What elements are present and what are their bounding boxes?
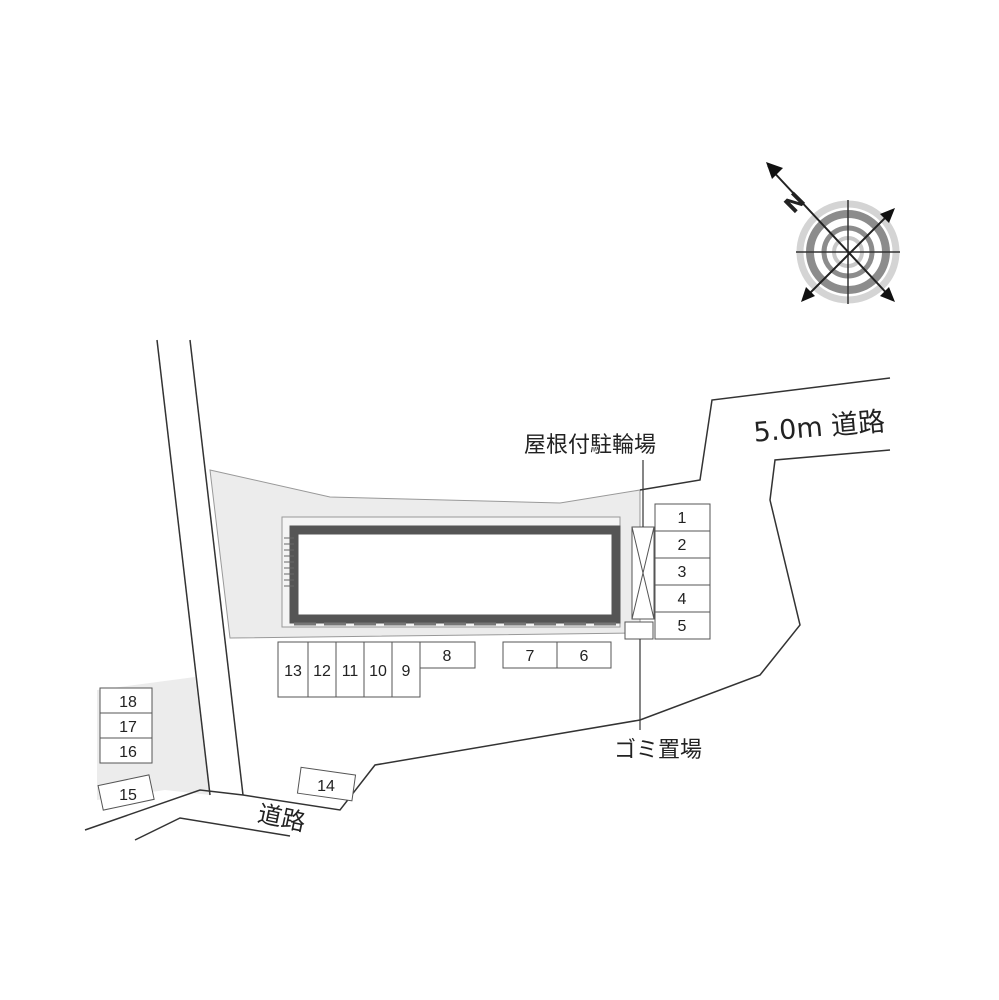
parking-slot-6-label: 6 bbox=[580, 648, 589, 665]
parking-slot-7-label: 7 bbox=[526, 648, 535, 665]
parking-slot-9 bbox=[391, 641, 421, 698]
parking-slot-12-label: 12 bbox=[313, 663, 331, 680]
parking-slot-7 bbox=[502, 641, 558, 669]
parking-slot-5-label: 5 bbox=[678, 618, 687, 635]
arrow-tip-icon-2 bbox=[880, 287, 895, 302]
garbage-label: ゴミ置場 bbox=[614, 738, 702, 763]
garbage-area bbox=[624, 621, 654, 640]
parking-slot-11-label: 11 bbox=[342, 663, 359, 680]
parking-slot-12 bbox=[307, 641, 337, 698]
arrow-tip-icon bbox=[880, 208, 895, 223]
parking-slot-18-label: 18 bbox=[119, 694, 137, 711]
parking-slot-8-label: 8 bbox=[443, 648, 452, 665]
parking-row-left bbox=[277, 641, 476, 698]
parking-slot-3-label: 3 bbox=[678, 564, 687, 581]
parking-slot-16 bbox=[99, 737, 153, 764]
parking-slot-6 bbox=[556, 641, 612, 669]
road-edge-lower-left-2 bbox=[134, 817, 291, 841]
parking-slot-9-label: 9 bbox=[402, 663, 411, 680]
road-edge-left-a bbox=[156, 339, 211, 796]
road-edge-top bbox=[639, 377, 891, 491]
north-label: N bbox=[780, 188, 811, 219]
parking-slot-16-label: 16 bbox=[119, 744, 137, 761]
bicycle-parking-cross-b bbox=[631, 526, 655, 620]
parking-slot-4 bbox=[654, 584, 711, 613]
parking-slot-14-label: 14 bbox=[317, 778, 335, 795]
bicycle-parking-label: 屋根付駐輪場 bbox=[524, 433, 656, 458]
road-5m-label: 5.0m 道路 bbox=[752, 406, 886, 448]
stairs bbox=[284, 537, 294, 587]
parking-slot-10 bbox=[363, 641, 393, 698]
building bbox=[289, 525, 621, 624]
parking-slot-1-label: 1 bbox=[678, 510, 687, 527]
parking-slot-13-label: 13 bbox=[284, 663, 302, 680]
road-edge-lower-left bbox=[84, 789, 244, 831]
parking-slot-17 bbox=[99, 712, 153, 739]
parking-slot-15-label: 15 bbox=[119, 787, 137, 804]
parking-slot-5 bbox=[654, 611, 711, 640]
north-arrow-icon bbox=[766, 162, 783, 179]
parking-slot-2 bbox=[654, 530, 711, 559]
parking-slot-2-label: 2 bbox=[678, 537, 687, 554]
parking-slot-14 bbox=[296, 766, 357, 802]
parking-column-far-left bbox=[97, 687, 155, 811]
compass-icon: N bbox=[766, 162, 900, 304]
parking-slot-15 bbox=[97, 774, 155, 811]
road-edge-left-b bbox=[189, 339, 244, 796]
parking-slot-17-label: 17 bbox=[119, 719, 137, 736]
arrow-tip-icon-3 bbox=[801, 287, 815, 302]
parking-row-middle bbox=[502, 641, 612, 669]
parking-slot-4-label: 4 bbox=[678, 591, 687, 608]
parking-column-right bbox=[654, 503, 711, 640]
parking-slot-3 bbox=[654, 557, 711, 586]
parking-slot-10-label: 10 bbox=[369, 663, 387, 680]
parking-slot-13 bbox=[277, 641, 309, 698]
parking-slot-1 bbox=[654, 503, 711, 532]
